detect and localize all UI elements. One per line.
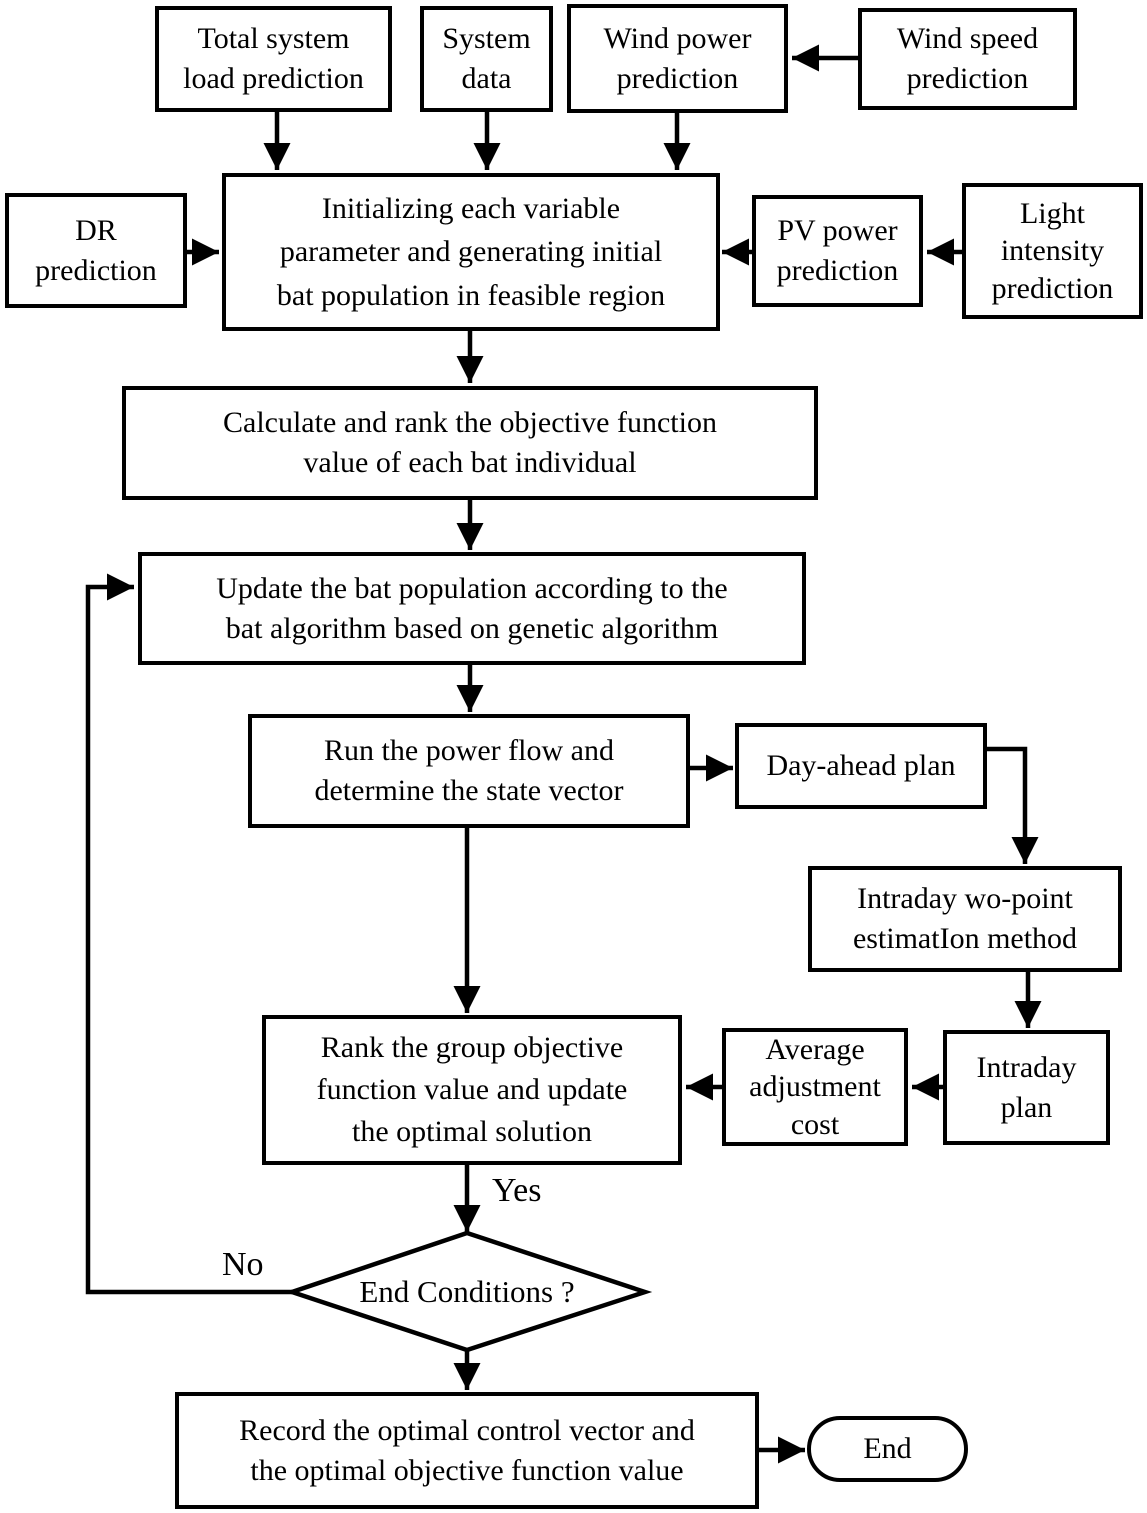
node-total-system-load-prediction: Total system load prediction [155, 6, 392, 112]
edge-label-yes: Yes [492, 1172, 542, 1209]
node-day-ahead-plan: Day-ahead plan [735, 723, 987, 809]
decision-diamond-shape [284, 1230, 653, 1353]
node-end-conditions-decision: End Conditions ? [359, 1274, 575, 1309]
node-run-power-flow: Run the power flow and determine the sta… [248, 714, 690, 828]
node-pv-power-prediction: PV power prediction [752, 195, 923, 307]
node-system-data: System data [420, 6, 553, 112]
node-intraday-two-point-estimation: Intraday wo-point estimatIon method [808, 866, 1122, 972]
node-update-bat-population: Update the bat population according to t… [138, 552, 806, 665]
node-end-terminator: End [807, 1416, 968, 1482]
node-wind-power-prediction: Wind power prediction [567, 4, 788, 113]
node-intraday-plan: Intraday plan [943, 1030, 1110, 1145]
arrow-dayahead-to-twopoint [987, 746, 1039, 864]
node-record-optimal: Record the optimal control vector and th… [175, 1392, 759, 1509]
node-wind-speed-prediction: Wind speed prediction [858, 8, 1077, 110]
node-light-intensity-prediction: Light intensity prediction [962, 183, 1143, 319]
node-calculate-rank-objective: Calculate and rank the objective functio… [122, 386, 818, 500]
node-dr-prediction: DR prediction [5, 193, 187, 308]
arrow-no-loop-to-update [85, 573, 292, 1295]
node-rank-group-objective: Rank the group objective function value … [262, 1015, 682, 1165]
node-initialize-bat-population: Initializing each variable parameter and… [222, 173, 720, 331]
edge-label-no: No [222, 1246, 264, 1283]
node-average-adjustment-cost: Average adjustment cost [722, 1028, 908, 1146]
